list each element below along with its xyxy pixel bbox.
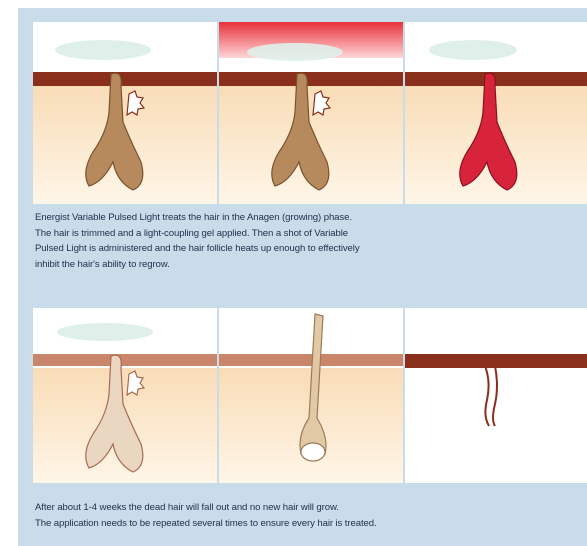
panel-damaged-follicle	[33, 308, 217, 483]
caption-top-line-4: inhibit the hair's ability to regrow.	[35, 257, 585, 273]
caption-bottom-line-1: After about 1-4 weeks the dead hair will…	[35, 500, 585, 516]
panel-trimmed-hair	[33, 22, 217, 204]
panel-light-pulse	[219, 22, 403, 204]
top-panels	[33, 22, 587, 204]
caption-bottom-line-2: The application needs to be repeated sev…	[35, 516, 585, 532]
panel-heated-follicle	[405, 22, 587, 204]
diagram-frame: Energist Variable Pulsed Light treats th…	[18, 8, 587, 546]
bottom-panels	[33, 308, 587, 483]
caption-bottom: After about 1-4 weeks the dead hair will…	[35, 500, 585, 531]
caption-top: Energist Variable Pulsed Light treats th…	[35, 210, 585, 272]
caption-top-line-1: Energist Variable Pulsed Light treats th…	[35, 210, 585, 226]
caption-top-line-2: The hair is trimmed and a light-coupling…	[35, 226, 585, 242]
panel-falling-hair	[219, 308, 403, 483]
panel-empty-follicle	[405, 308, 587, 483]
caption-top-line-3: Pulsed Light is administered and the hai…	[35, 241, 585, 257]
